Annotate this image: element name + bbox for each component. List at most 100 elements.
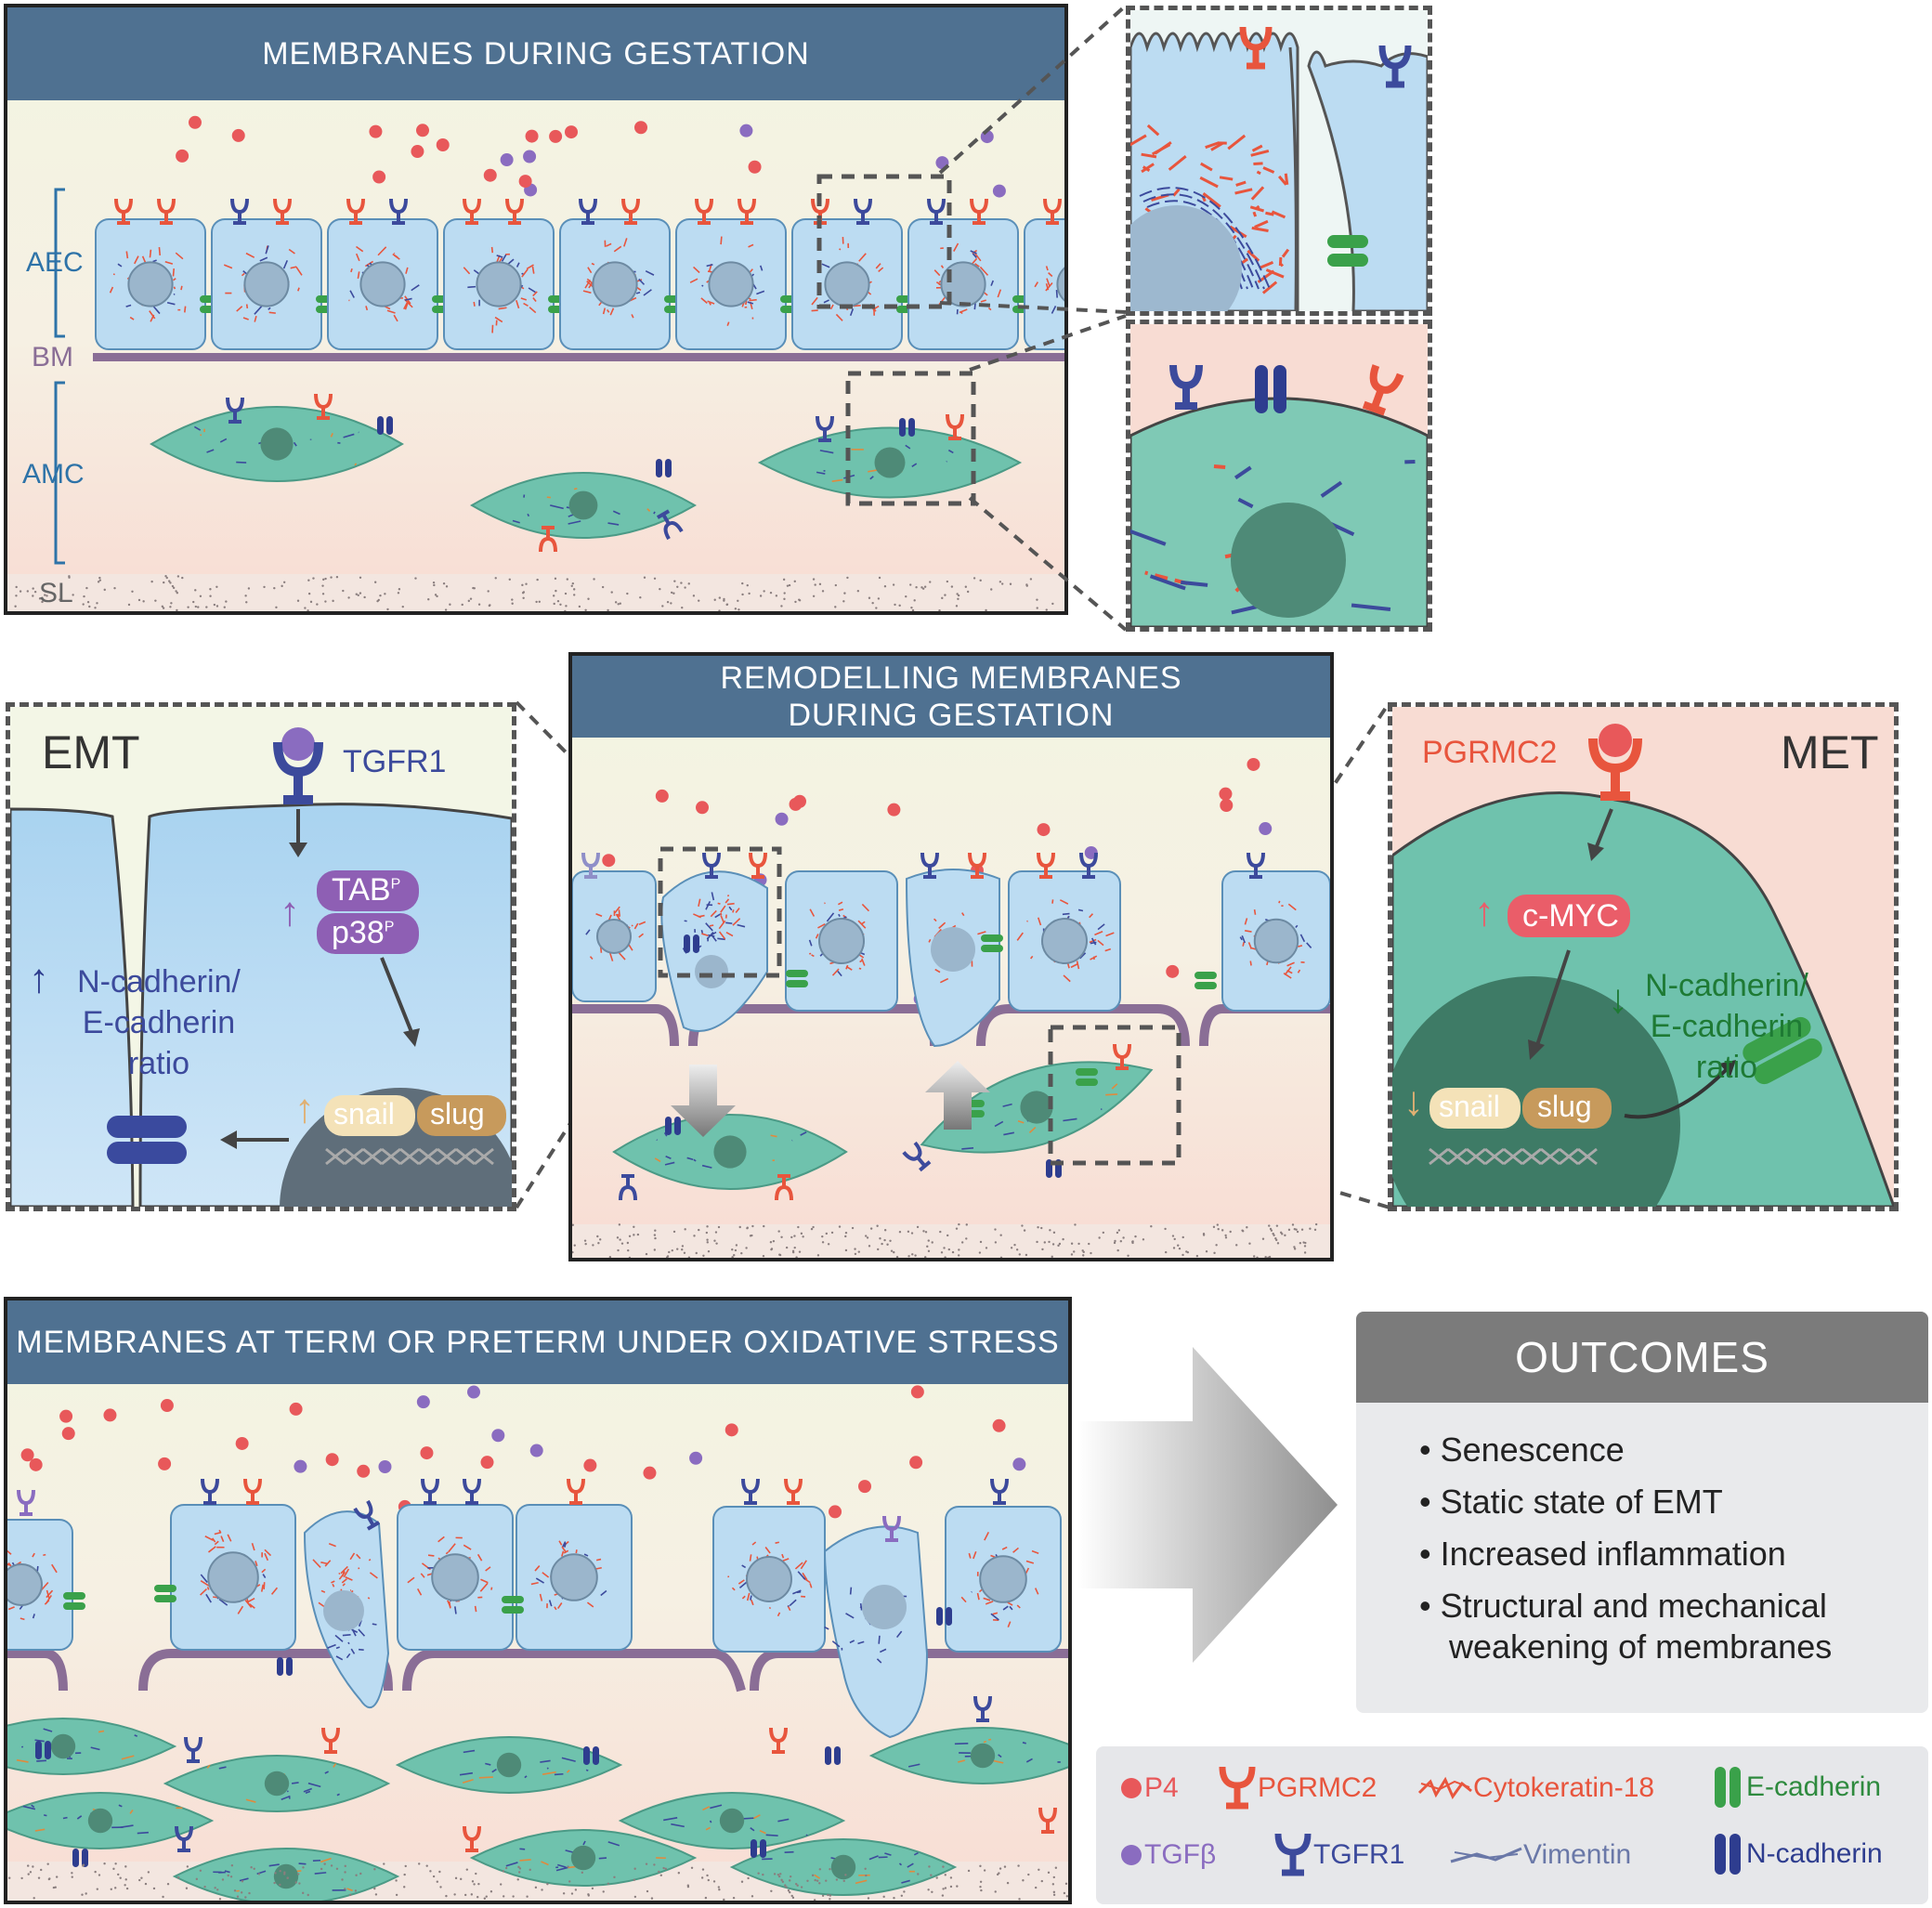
transitioning-cell [660, 870, 768, 1032]
emt-ratio-line1: N-cadherin/ [77, 964, 241, 1000]
epithelial-cell [791, 218, 903, 350]
p4-molecule [480, 1456, 494, 1470]
p4-molecule [602, 854, 616, 868]
pgrmc2-icon [1219, 1766, 1256, 1810]
panel-membranes-at-term: MEMBRANES AT TERM OR PRETERM UNDER OXIDA… [4, 1297, 1072, 1904]
receptor-icon [463, 1825, 481, 1852]
legend-tgfb: TGFβ [1118, 1839, 1216, 1871]
mid-panel-title: REMODELLING MEMBRANES DURING GESTATION [572, 656, 1330, 738]
p4-molecule [289, 1402, 303, 1416]
outcomes-box: OUTCOMES • Senescence • Static state of … [1356, 1312, 1928, 1713]
label-sl: SL [39, 578, 73, 608]
epithelial-cell [559, 218, 671, 350]
emt-ratio-line2: E-cadherin [82, 1005, 236, 1040]
label-amc: AMC [22, 459, 85, 490]
epithelial-cell [95, 218, 206, 350]
panel-remodelling-membranes: REMODELLING MEMBRANES DURING GESTATION [568, 652, 1334, 1261]
p4-molecule [357, 1464, 371, 1478]
receptor-icon [1038, 1807, 1057, 1834]
p4-molecule [634, 121, 648, 135]
epithelial-cell [572, 870, 657, 1002]
receptor-icon [1113, 1043, 1131, 1070]
tgfb-molecule [294, 1459, 307, 1473]
met-snail-label: snail [1439, 1090, 1500, 1123]
epithelial-cell [211, 218, 322, 350]
vimentin-icon [1450, 1847, 1522, 1863]
receptor-icon [619, 1174, 637, 1201]
receptor-icon [1043, 198, 1062, 225]
mesenchymal-cell [612, 1114, 848, 1190]
p4-molecule [518, 175, 532, 189]
receptor-icon [389, 198, 408, 225]
mesenchymal-cell [163, 1755, 391, 1812]
legend-vimentin: Vimentin [1449, 1839, 1631, 1871]
receptor-icon [920, 852, 939, 879]
epithelial-cell [7, 1519, 73, 1651]
zoom-box-aec [816, 174, 952, 309]
epithelial-cell [397, 1504, 514, 1651]
mesenchymal-cell [618, 1792, 846, 1849]
p4-molecule [20, 1448, 34, 1462]
top-panel-illustration [7, 7, 1064, 611]
p4-icon [1121, 1778, 1142, 1798]
legend-p4: P4 [1118, 1772, 1179, 1804]
receptor-icon [175, 1825, 193, 1852]
emt-snail-label: snail [333, 1097, 395, 1130]
spongy-layer-dots [8, 1862, 1068, 1901]
outcome-arrow [1077, 1347, 1338, 1663]
epithelial-cell [443, 218, 555, 350]
p4-molecule [158, 1457, 172, 1470]
receptor-icon [539, 526, 557, 553]
receptor-icon [968, 852, 986, 879]
emt-receptor-label: TGFR1 [343, 744, 447, 779]
met-title: MET [1781, 726, 1879, 778]
aec-zoom-illustration [1130, 10, 1428, 311]
tgfb-molecule [689, 1451, 703, 1465]
spongy-layer-dots [14, 575, 1054, 611]
met-cmyc-up-arrow: ↑ [1474, 889, 1495, 934]
receptor-icon [927, 198, 946, 225]
outcome-item-2: • Static state of EMT [1419, 1483, 1723, 1521]
receptor-icon [749, 852, 767, 879]
zoom-connectors-top [938, 4, 1128, 632]
epithelial-cell [712, 1506, 826, 1653]
p4-molecule [724, 1423, 738, 1437]
p4-molecule [909, 1456, 923, 1470]
p4-molecule [59, 1409, 73, 1423]
receptor-icon [421, 1478, 439, 1505]
p4-molecule [583, 1458, 597, 1472]
receptor-icon [656, 509, 684, 541]
mid-panel-illustration [572, 656, 1330, 1258]
epithelial-cell [785, 870, 898, 1012]
tgfb-molecule [378, 1460, 392, 1474]
met-ratio-line3: ratio [1695, 1050, 1758, 1085]
p4-molecule [525, 129, 539, 143]
bottom-panel-title: MEMBRANES AT TERM OR PRETERM UNDER OXIDA… [7, 1300, 1068, 1384]
p4-molecule [655, 789, 669, 803]
legend-pgrmc2: PGRMC2 [1217, 1763, 1377, 1813]
emt-snail-up-arrow: ↑ [294, 1086, 315, 1131]
receptor-icon [1247, 852, 1265, 879]
transitioning-cell [823, 1525, 929, 1739]
mesenchymal-cell [470, 472, 697, 539]
receptor-icon [184, 1736, 202, 1763]
met-snail-down-arrow: ↓ [1403, 1078, 1424, 1124]
outcomes-title: OUTCOMES [1356, 1312, 1928, 1403]
legend-ecadherin: E-cadherin [1709, 1765, 1881, 1810]
zoom-met: PGRMC2 MET ↑ c-MYC ↓ N-cadherin/ E-cadhe… [1388, 702, 1899, 1211]
p4-molecule [176, 149, 189, 163]
zoom-box-amc [845, 371, 976, 506]
emt-illustration [10, 707, 512, 1207]
tgfb-molecule [775, 812, 789, 826]
receptor-icon [314, 393, 333, 420]
p4-molecule [61, 1427, 75, 1441]
p4-molecule [748, 160, 762, 174]
tgfb-icon [1121, 1845, 1142, 1865]
outcome-item-1: • Senescence [1419, 1431, 1625, 1469]
met-slug-label: slug [1537, 1090, 1592, 1123]
receptor-icon [702, 852, 721, 879]
p4-molecule [436, 138, 450, 152]
receptor-icon [970, 198, 988, 225]
p4-molecule [235, 1436, 249, 1450]
receptor-icon [902, 1141, 932, 1172]
